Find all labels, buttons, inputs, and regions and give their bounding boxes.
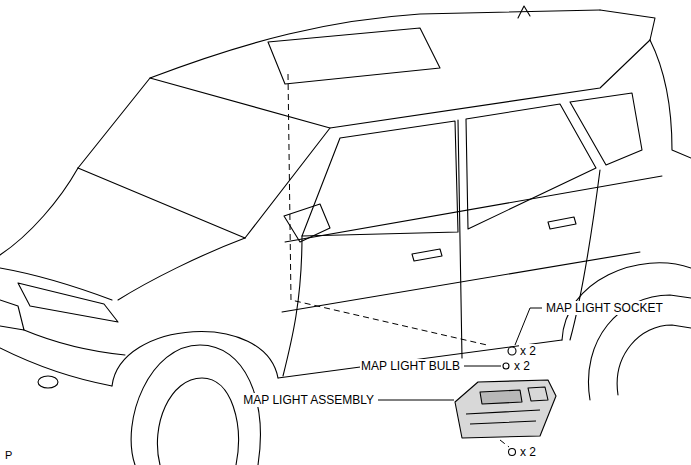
quantity-label: x 2	[519, 445, 537, 459]
headlight	[18, 283, 118, 322]
quantity-label: x 2	[519, 344, 537, 358]
bumper	[0, 348, 112, 386]
assembly-detail	[480, 390, 522, 404]
front-rim	[157, 378, 238, 465]
rear-hatch	[650, 40, 691, 158]
rear-door-window	[466, 104, 596, 229]
bumper-upper	[24, 330, 125, 355]
front-door-edge	[283, 236, 302, 376]
spoiler	[600, 10, 655, 40]
front-door-window	[302, 121, 458, 236]
part-label: MAP LIGHT ASSEMBLY	[242, 393, 375, 407]
front-wheel-arch	[112, 332, 278, 386]
windshield	[78, 78, 330, 238]
assembly-detail	[466, 387, 548, 424]
sunroof	[268, 28, 440, 84]
rear-rim	[617, 325, 691, 395]
hood-front	[0, 268, 112, 300]
screw	[509, 449, 516, 456]
figure-code: P	[4, 448, 13, 462]
quantity-label: x 2	[513, 359, 531, 373]
part-label: MAP LIGHT BULB	[360, 359, 461, 373]
hood-edge	[0, 168, 78, 255]
mirror	[284, 204, 330, 242]
part-label: MAP LIGHT SOCKET	[545, 301, 664, 315]
beltline	[285, 176, 662, 242]
roof-far-edge	[150, 10, 600, 78]
fender-line	[118, 238, 245, 300]
fog-light	[38, 376, 58, 388]
leader-line	[464, 366, 501, 367]
door-gap	[458, 120, 462, 358]
rocker	[278, 340, 562, 378]
front-tire	[131, 345, 260, 465]
grille	[0, 300, 24, 330]
antenna	[518, 6, 530, 18]
door-handle	[412, 249, 442, 261]
leader-line	[378, 400, 454, 401]
location-line	[500, 440, 509, 447]
map-light-assembly	[455, 380, 556, 438]
quarter-window	[570, 93, 642, 165]
door-handle	[548, 217, 576, 229]
location-line	[288, 74, 487, 345]
windshield-base	[78, 168, 245, 238]
leader-line	[515, 308, 542, 345]
map-light-bulb	[503, 363, 509, 369]
map-light-socket	[508, 347, 516, 355]
